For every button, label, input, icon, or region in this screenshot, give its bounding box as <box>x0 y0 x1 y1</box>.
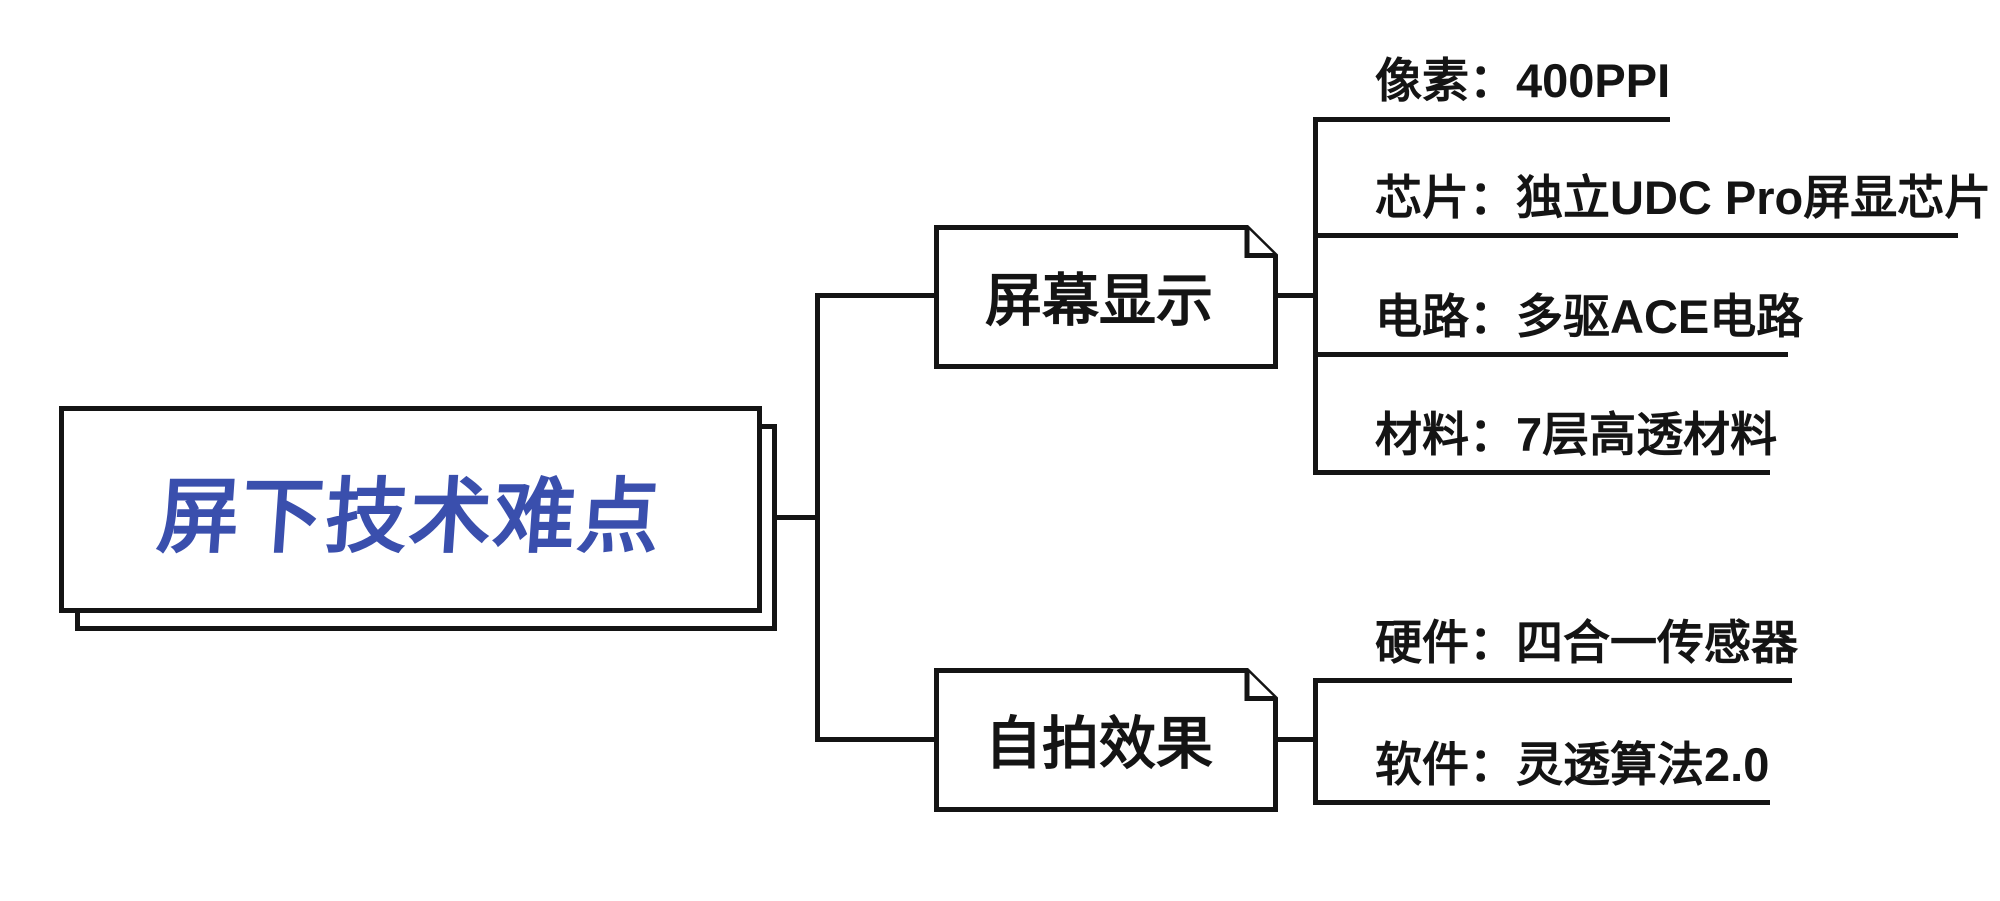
connector-spine-to-branch-selfie <box>816 737 936 742</box>
leaf-circuit-label: 电路：多驱ACE电路 <box>1375 290 1804 343</box>
branch-node-screen-display: 屏幕显示 <box>934 225 1280 371</box>
leaf-material-label: 材料：7层高透材料 <box>1375 408 1778 461</box>
leaf-underline-chip <box>1313 233 1958 238</box>
folded-corner-icon <box>1244 670 1276 701</box>
branch-note-shape <box>934 668 1278 812</box>
branch-label-selfie: 自拍效果 <box>985 712 1213 776</box>
connector-root-to-spine <box>777 515 819 520</box>
leaf-underline-circuit <box>1313 352 1788 357</box>
leaf-underline-software <box>1313 800 1770 805</box>
branch-node-selfie: 自拍效果 <box>934 668 1280 814</box>
leaf-underline-material <box>1313 470 1770 475</box>
root-node-label: 屏下技术难点 <box>154 472 666 563</box>
leaf-pixel-label: 像素：400PPI <box>1375 54 1671 107</box>
root-node: 屏下技术难点 <box>59 406 762 613</box>
connector-branch-selfie-to-leaves <box>1275 737 1317 742</box>
leaf-spine-screen <box>1313 117 1318 475</box>
branch-note-shape <box>934 225 1278 369</box>
connector-branch-screen-to-leaves <box>1275 293 1317 298</box>
leaf-software-label: 软件：灵透算法2.0 <box>1375 738 1770 791</box>
leaf-hardware-label: 硬件：四合一传感器 <box>1375 616 1798 669</box>
leaf-underline-pixel <box>1313 117 1670 122</box>
leaf-underline-hardware <box>1313 678 1792 683</box>
leaf-chip-label: 芯片：独立UDC Pro屏显芯片 <box>1375 171 1992 224</box>
leaf-spine-selfie <box>1313 678 1318 805</box>
folded-corner-icon <box>1244 227 1276 258</box>
branch-label-screen-display: 屏幕显示 <box>985 269 1213 333</box>
connector-branch-spine <box>815 293 820 742</box>
connector-spine-to-branch-screen <box>816 293 936 298</box>
